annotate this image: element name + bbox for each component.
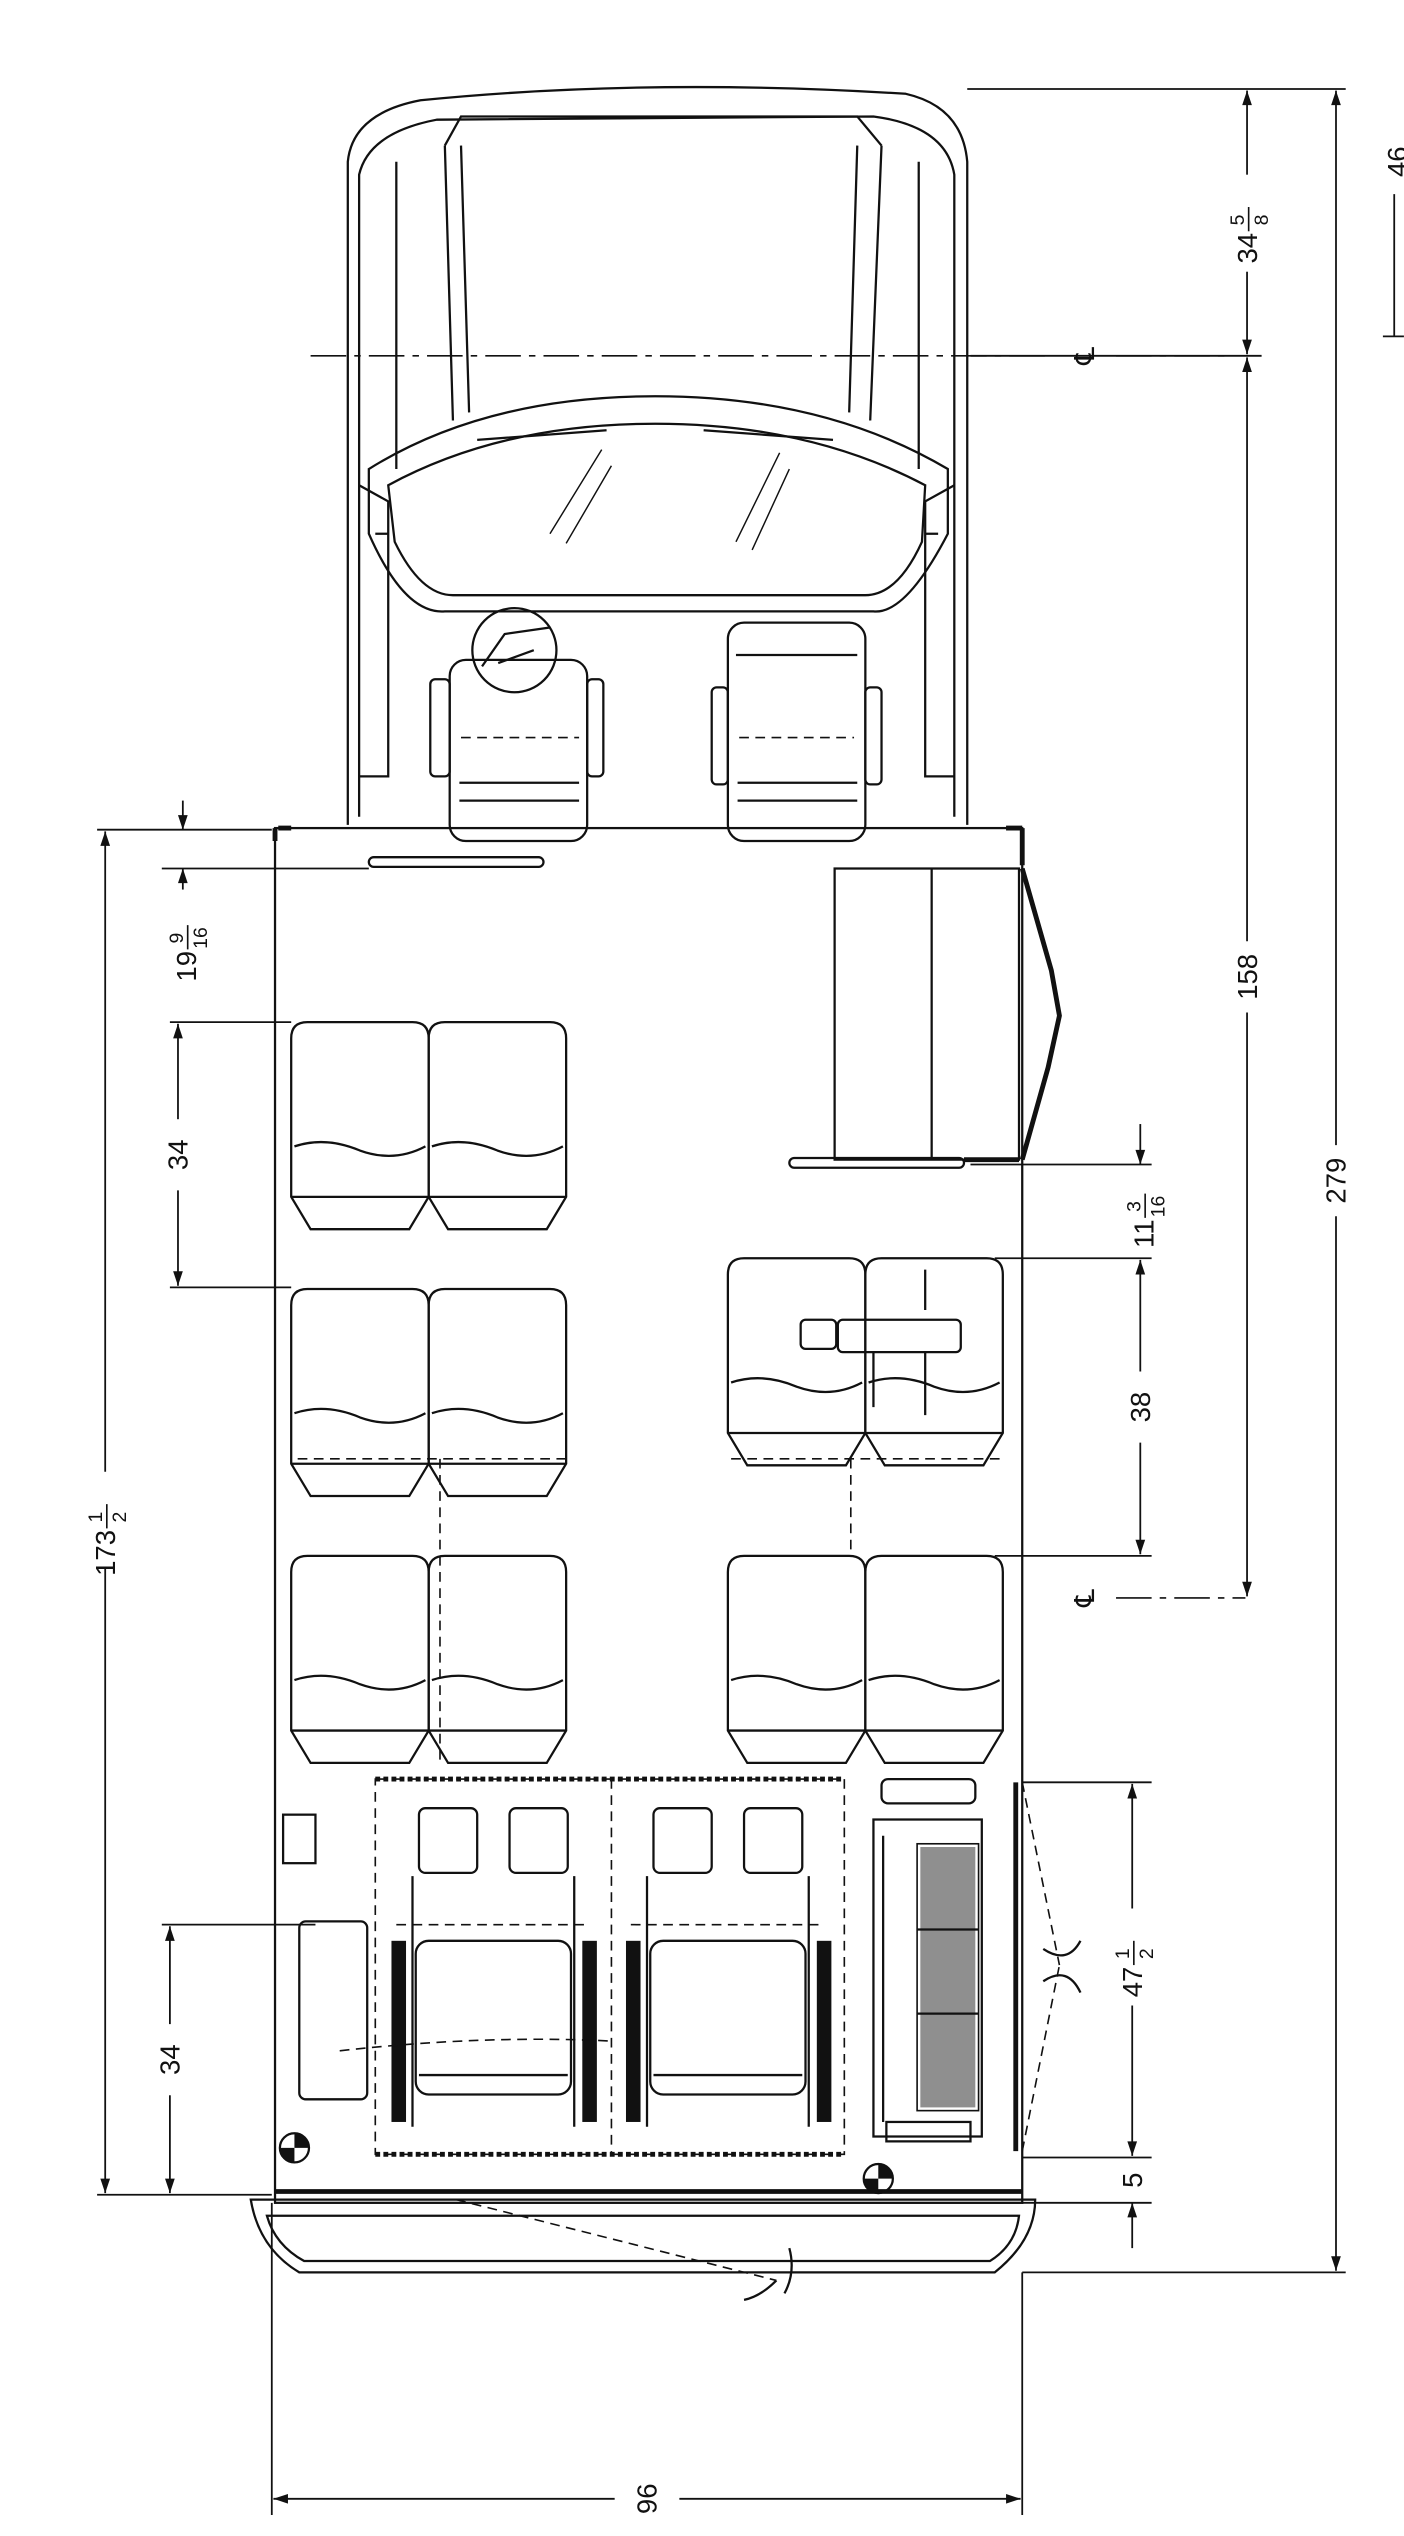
fraction-numerator: 1 bbox=[85, 1512, 107, 1523]
fraction-numerator: 1 bbox=[1112, 1948, 1134, 1959]
arrowhead bbox=[1127, 2202, 1138, 2218]
rear-door-swing bbox=[455, 2198, 777, 2282]
step-box bbox=[281, 1813, 317, 1865]
grab-rail bbox=[788, 1156, 966, 1169]
arrowhead bbox=[177, 815, 188, 830]
arrowhead bbox=[173, 1271, 183, 1286]
arrowhead bbox=[273, 2493, 288, 2504]
arrowhead bbox=[1242, 90, 1252, 106]
dimension-value: 34 bbox=[163, 1139, 194, 1170]
arrowhead bbox=[100, 831, 111, 846]
fraction-numerator: 5 bbox=[1227, 215, 1249, 226]
fraction-numerator: 9 bbox=[166, 933, 188, 944]
side-seat bbox=[298, 1920, 369, 2101]
arrowhead bbox=[1127, 1783, 1138, 1799]
arrowhead bbox=[1127, 2141, 1138, 2156]
dimension-value: 19 bbox=[171, 951, 202, 982]
arrowhead bbox=[1135, 1539, 1146, 1555]
fraction-denominator: 2 bbox=[1136, 1948, 1158, 1959]
arrowhead bbox=[1006, 2493, 1021, 2504]
driver-seat bbox=[429, 606, 605, 843]
dimension-value: 158 bbox=[1232, 954, 1263, 1000]
extension-lines bbox=[97, 88, 1346, 2515]
lift-door-swing bbox=[1021, 1782, 1061, 2152]
dimension-label-partial_top: 46 bbox=[1382, 146, 1404, 177]
passenger-seat bbox=[290, 1554, 430, 1765]
passenger-seats bbox=[290, 1021, 1004, 1765]
cabinet bbox=[833, 867, 1021, 1161]
dimension-value: 47 bbox=[1117, 1967, 1148, 1998]
arrowhead bbox=[1242, 339, 1252, 355]
arrowhead bbox=[177, 868, 188, 884]
wheelchair-position bbox=[391, 1807, 597, 2127]
arrowhead bbox=[1242, 1581, 1252, 1597]
dimension-label-seat_pitch_right: 38 bbox=[1125, 1392, 1156, 1423]
dimension-value: 34 bbox=[1232, 233, 1263, 264]
seatbelt-buckle bbox=[799, 1269, 962, 1416]
passenger-seat bbox=[726, 1554, 867, 1765]
dimension-label-overall_length: 279 bbox=[1321, 1158, 1352, 1204]
rear-bumper bbox=[249, 2198, 1037, 2274]
dimension-value: 173 bbox=[90, 1530, 121, 1576]
passenger-seat bbox=[726, 1257, 867, 1467]
dimension-value: 46 bbox=[1382, 146, 1404, 177]
fraction-denominator: 16 bbox=[1148, 1196, 1170, 1218]
arrowhead bbox=[165, 1926, 175, 1941]
arrowhead bbox=[1331, 90, 1341, 106]
passenger-seat bbox=[427, 1287, 568, 1498]
dimension-value: 279 bbox=[1321, 1158, 1352, 1204]
arrowhead bbox=[173, 1023, 183, 1039]
dimension-value: 96 bbox=[632, 2484, 663, 2515]
dimension-label-overall_width: 96 bbox=[632, 2484, 663, 2515]
arrowhead bbox=[100, 2178, 111, 2194]
fraction-denominator: 2 bbox=[109, 1512, 131, 1523]
centerline-label-rear: ℄ bbox=[1069, 1589, 1100, 1608]
passenger-seat bbox=[864, 1554, 1004, 1765]
wheelchair-area bbox=[298, 1776, 846, 2157]
arrowhead bbox=[1135, 1149, 1146, 1165]
dimension-label-wheelchair_depth: 34 bbox=[155, 2044, 186, 2075]
dimension-label-lift_rear_offset: 5 bbox=[1117, 2173, 1148, 2188]
fraction-denominator: 16 bbox=[190, 927, 212, 949]
arrowhead bbox=[1242, 357, 1252, 372]
first-aid-icon bbox=[862, 2162, 894, 2195]
passenger-seat bbox=[427, 1021, 568, 1231]
body-outline bbox=[249, 825, 1082, 2301]
steering-wheel-icon bbox=[471, 606, 558, 694]
entry-door bbox=[1019, 867, 1062, 1161]
arrowhead bbox=[165, 2178, 175, 2194]
passenger-seat bbox=[290, 1021, 430, 1231]
dimension-label-cl_to_rear_axle: 158 bbox=[1232, 954, 1263, 1000]
passenger-seat bbox=[864, 1257, 1004, 1467]
arrowhead bbox=[1331, 2256, 1341, 2271]
cab bbox=[346, 85, 969, 843]
grab-rail bbox=[367, 856, 545, 869]
fraction-denominator: 8 bbox=[1251, 215, 1273, 226]
wheelchair-position bbox=[625, 1807, 832, 2127]
dimension-value: 34 bbox=[155, 2044, 186, 2075]
passenger-seat bbox=[427, 1554, 568, 1765]
dimension-value: 38 bbox=[1125, 1392, 1156, 1423]
dimension-label-seat_pitch_left: 34 bbox=[163, 1139, 194, 1170]
dimension-value: 5 bbox=[1117, 2173, 1148, 2188]
wheelchair-lift bbox=[872, 1777, 983, 2143]
passenger-seat bbox=[290, 1287, 430, 1498]
fraction-numerator: 3 bbox=[1123, 1201, 1145, 1212]
fire-extinguisher-icon bbox=[278, 2132, 311, 2164]
arrowhead bbox=[1135, 1259, 1146, 1275]
passenger-front-seat bbox=[710, 621, 883, 843]
dimension-value: 11 bbox=[1128, 1219, 1159, 1248]
